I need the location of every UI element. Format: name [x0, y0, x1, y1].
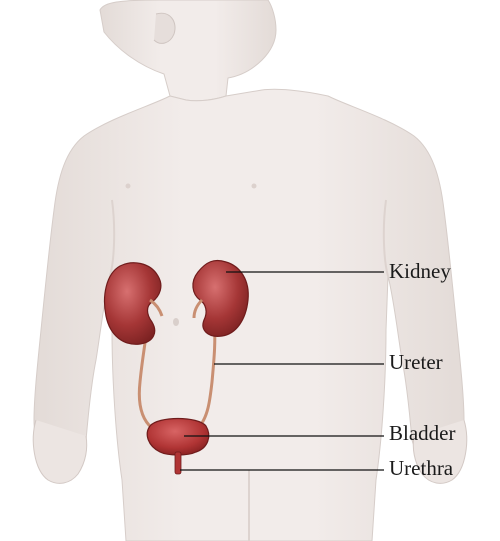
label-bladder: Bladder	[389, 423, 455, 444]
urethra	[175, 452, 181, 474]
navel	[173, 318, 179, 326]
label-urethra: Urethra	[389, 458, 453, 479]
label-ureter: Ureter	[389, 352, 443, 373]
head	[100, 0, 276, 101]
label-kidney: Kidney	[389, 261, 451, 282]
nipple-left	[126, 184, 131, 189]
bladder	[147, 419, 209, 456]
nipple-right	[252, 184, 257, 189]
